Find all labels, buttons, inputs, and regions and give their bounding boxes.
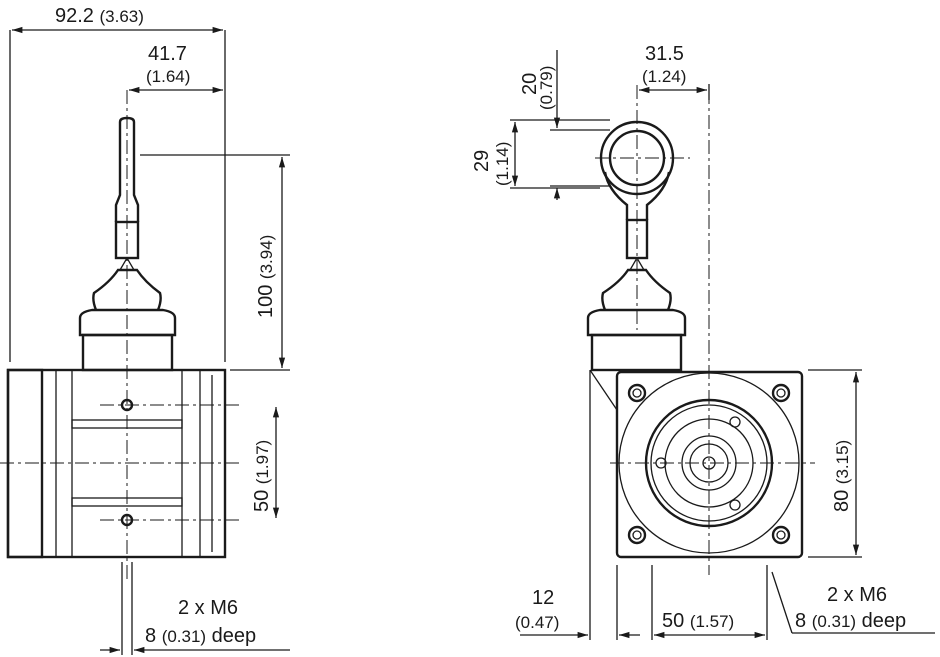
ring-offset-inch: (1.24) <box>642 67 686 86</box>
side-view: 92.2 (3.63) 41.7 (1.64) 100 (3.94) 50 (1… <box>0 5 290 655</box>
screw-icon <box>771 525 791 545</box>
front-thread-depth-label: 8 (0.31) deep <box>795 610 906 632</box>
screw-icon <box>771 383 791 403</box>
ring-inner-inch: (0.79) <box>537 66 556 110</box>
flange-height-label: 80 (3.15) <box>831 440 853 512</box>
pull-ring <box>599 120 675 196</box>
thread-depth-label: 8 (0.31) deep <box>145 625 256 647</box>
hole-spacing-front-label: 50 (1.57) <box>662 610 734 632</box>
overall-width-label: 92.2 (3.63) <box>55 5 144 27</box>
edge-offset-label: 12 <box>532 587 554 609</box>
height-label: 100 (3.94) <box>255 235 277 318</box>
screw-icon <box>627 383 647 403</box>
thread-spec-label: 2 x M6 <box>178 597 238 619</box>
ring-outer-inch: (1.14) <box>493 142 512 186</box>
ring-offset-label: 31.5 <box>645 43 684 65</box>
housing-body <box>6 368 227 559</box>
edge-offset-inch: (0.47) <box>515 613 559 632</box>
offset-width-inch: (1.64) <box>146 67 190 86</box>
ring-inner-label: 20 <box>519 73 541 95</box>
front-view: 31.5 (1.24) 20 (0.79) 29 (1.14) 80 (3.15… <box>471 43 935 640</box>
hole-spacing-label: 50 (1.97) <box>251 440 273 512</box>
front-thread-spec-label: 2 x M6 <box>827 584 887 606</box>
offset-width-label: 41.7 <box>148 43 187 65</box>
screw-icon <box>627 525 647 545</box>
ring-outer-label: 29 <box>471 150 493 172</box>
